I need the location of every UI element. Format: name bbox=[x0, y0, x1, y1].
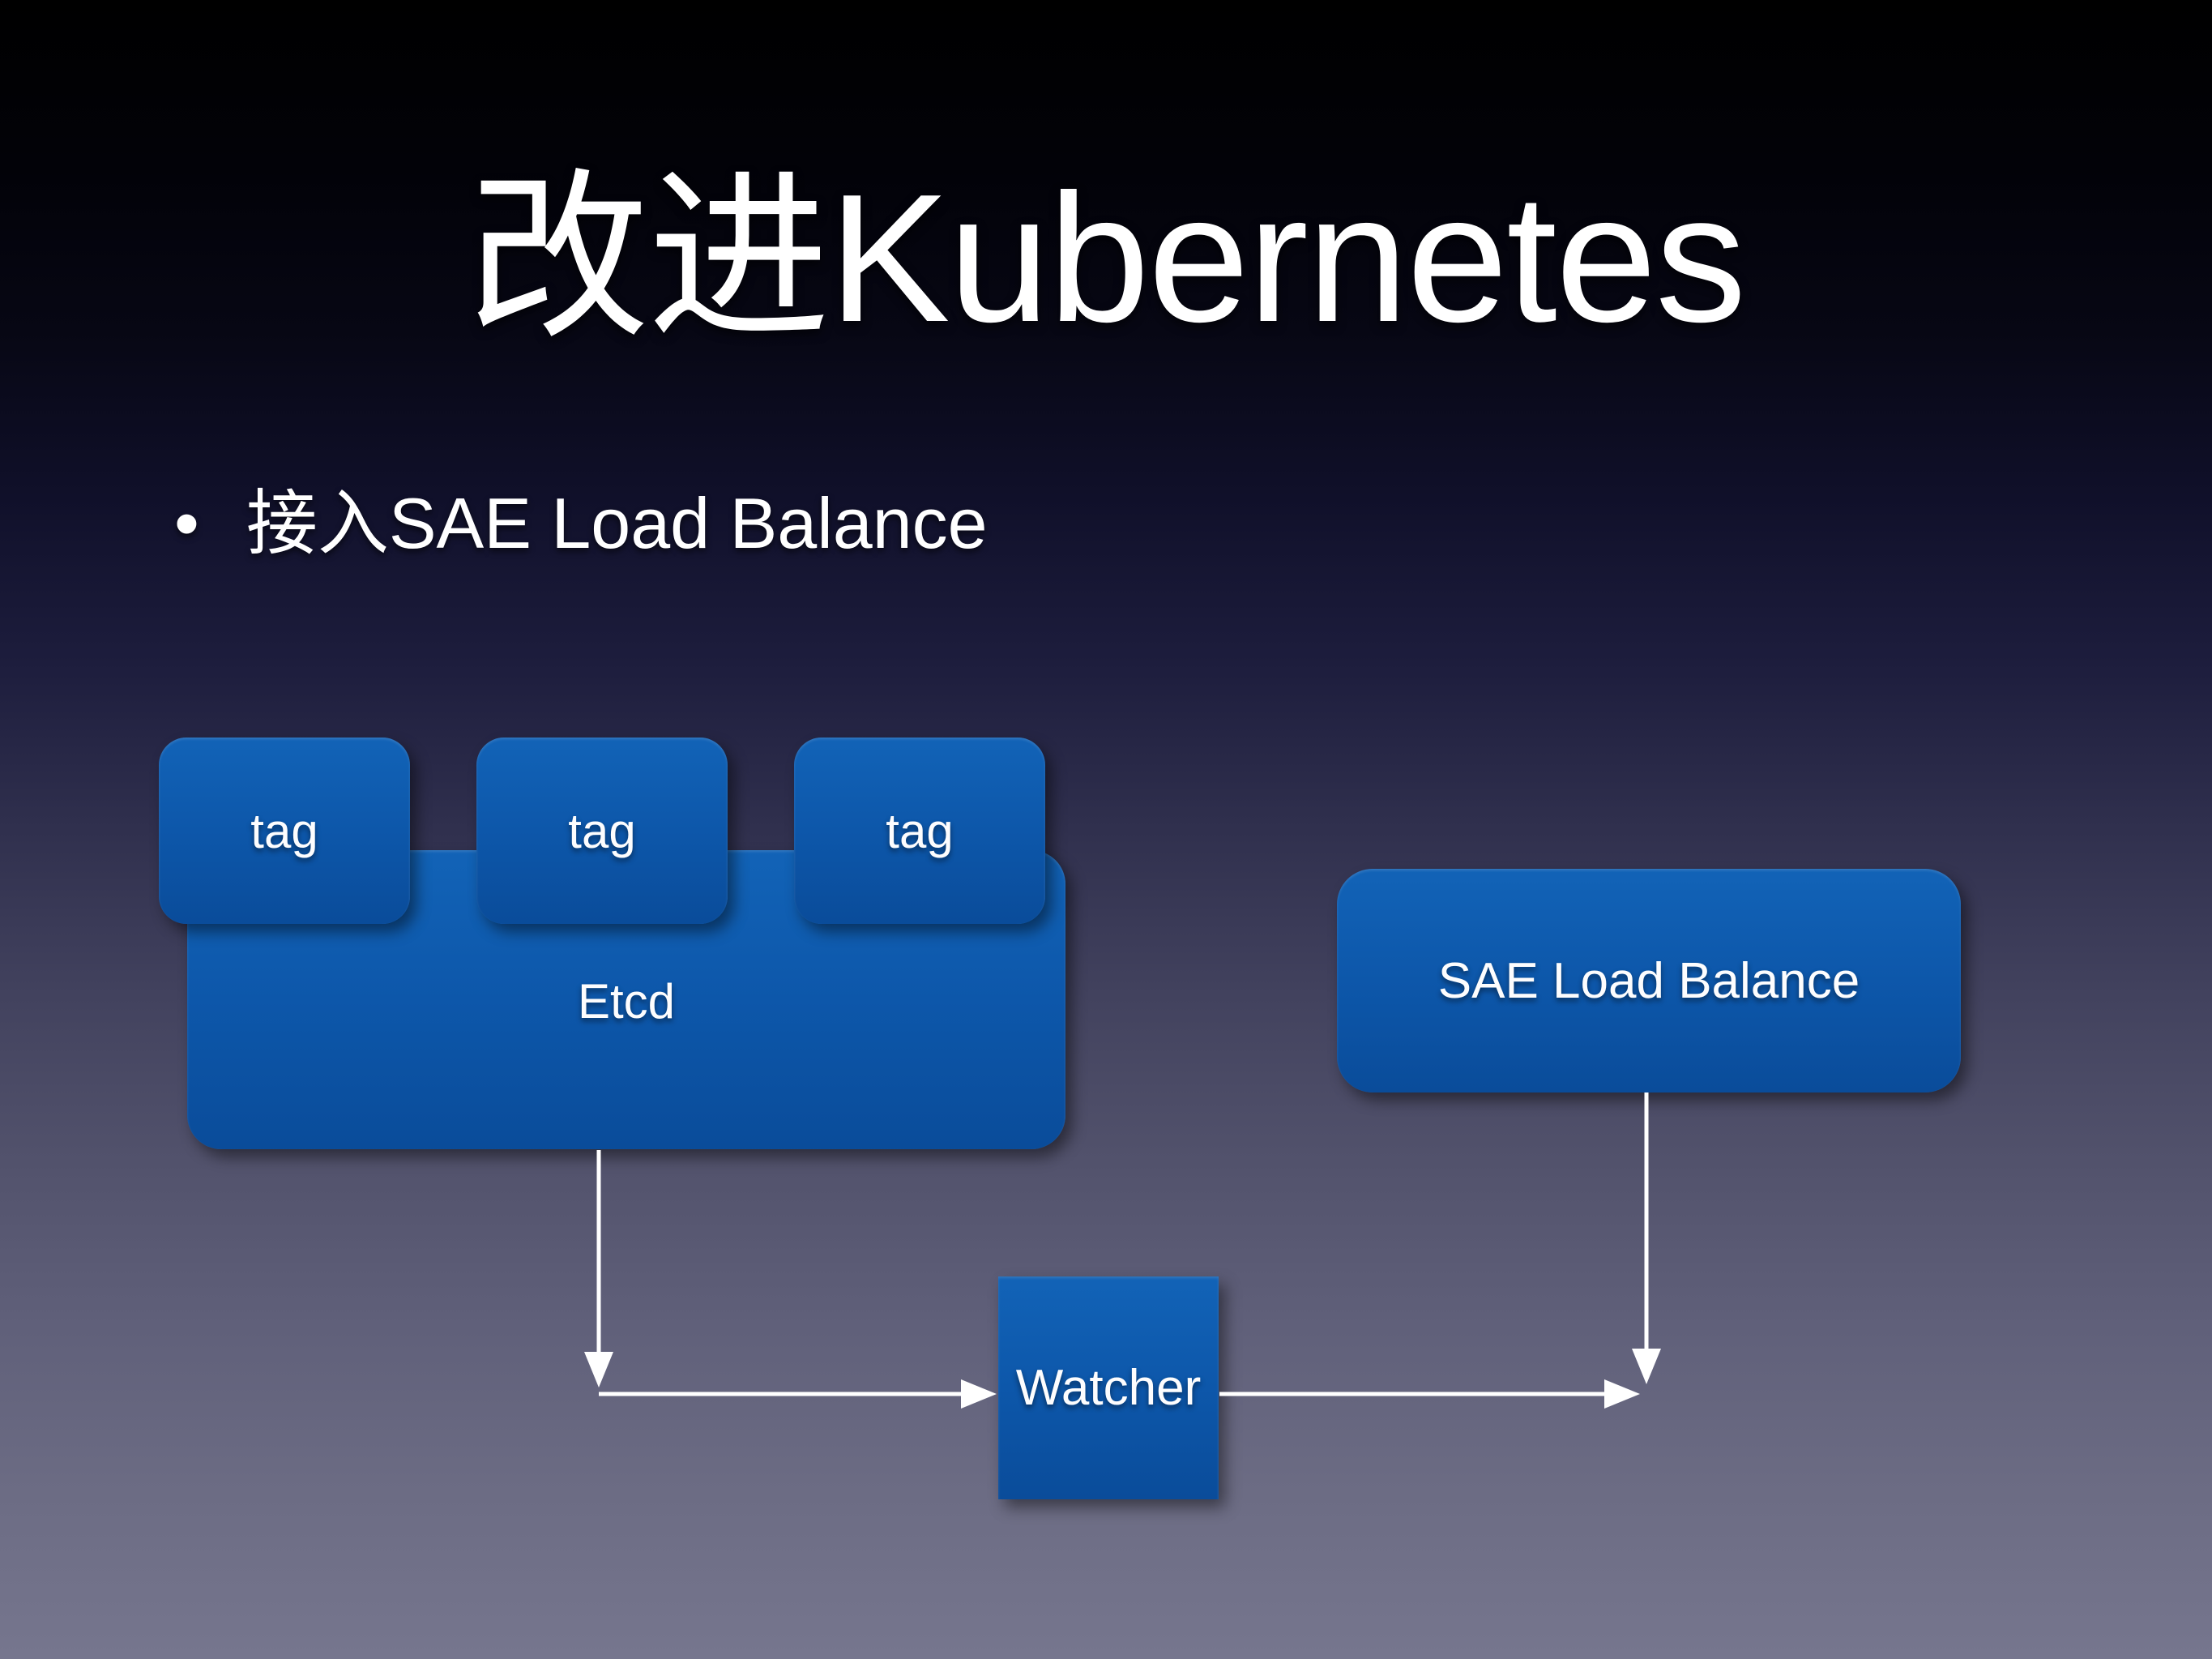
bullet-text: 接入SAE Load Balance bbox=[246, 483, 988, 563]
tag-box-2: tag bbox=[476, 738, 728, 924]
page-title: 改进Kubernetes bbox=[467, 156, 1747, 360]
bullet-item: • 接入SAE Load Balance bbox=[174, 483, 988, 563]
bullet-marker: • bbox=[174, 483, 199, 563]
tag-label-2: tag bbox=[568, 803, 636, 858]
etcd-label: Etcd bbox=[577, 974, 676, 1028]
watcher-label: Watcher bbox=[1015, 1360, 1202, 1416]
arrow-etcd-down bbox=[584, 1150, 613, 1387]
arrow-sae-down bbox=[1632, 1092, 1661, 1384]
sae-load-balance-box: SAE Load Balance bbox=[1337, 869, 1961, 1092]
tag-box-3: tag bbox=[794, 738, 1045, 924]
watcher-box: Watcher bbox=[998, 1276, 1219, 1499]
tag-box-1: tag bbox=[159, 738, 410, 924]
tag-label-3: tag bbox=[886, 803, 954, 858]
arrow-junction-to-watcher bbox=[599, 1379, 997, 1409]
sae-load-balance-label: SAE Load Balance bbox=[1437, 952, 1860, 1009]
arrow-watcher-to-junction bbox=[1219, 1379, 1640, 1409]
tag-label-1: tag bbox=[250, 803, 318, 858]
